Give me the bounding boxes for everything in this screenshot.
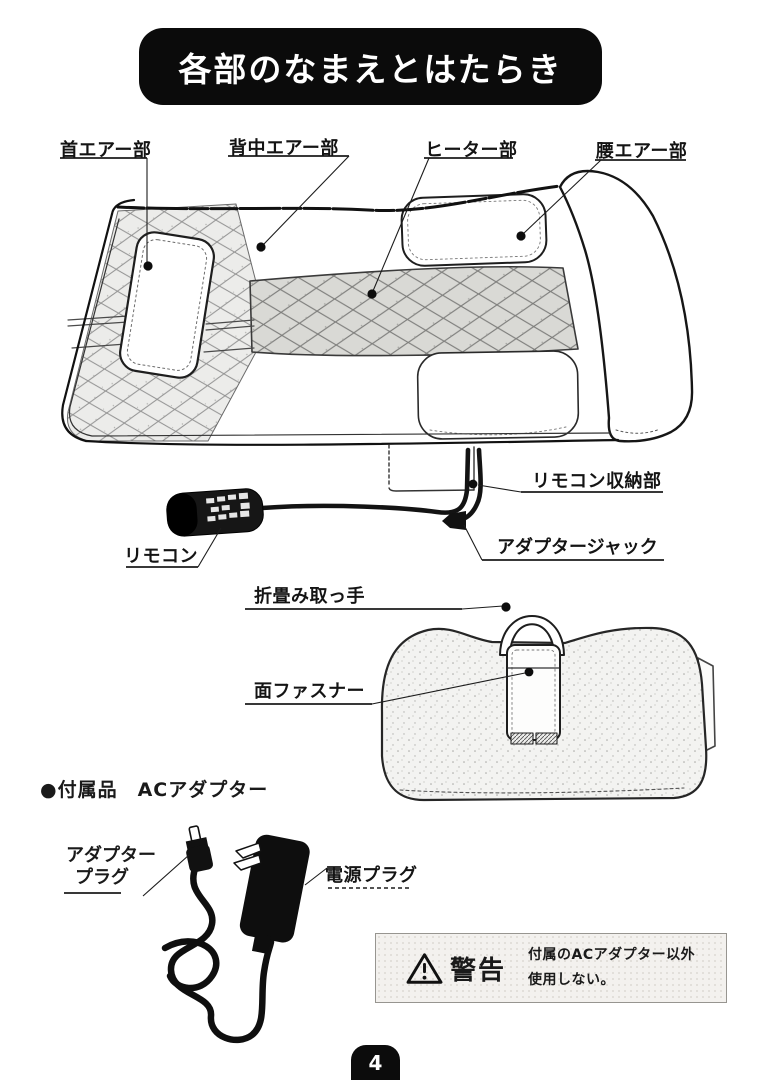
mat-illustration [61,169,696,537]
label-adapter-plug: アダプター プラグ [66,845,156,889]
leader-lines [60,155,686,897]
ac-adapter-illustration [161,825,310,1044]
bullet-icon: ● [40,779,58,801]
label-waist-air: 腰エアー部 [596,141,688,162]
label-adapter-plug-line1: アダプター [66,845,156,866]
adapter-cord-coil [161,938,220,992]
label-remote-control: リモコン [124,546,198,567]
adapter-jack-plug [442,511,466,530]
neck-air-pillow [119,231,215,379]
label-folding-handle: 折畳み取っ手 [254,586,365,607]
label-power-plug: 電源プラグ [325,865,418,886]
storage-pocket [388,444,475,492]
page-title-banner: 各部のなまえとはたらき [139,28,602,105]
label-heater: ヒーター部 [425,140,518,161]
leader-dots [143,231,534,677]
label-adapter-jack: アダプタージャック [497,537,658,558]
warning-heading: 警告 [406,950,506,987]
cables [259,447,483,522]
warning-text-line2: 使用しない。 [528,972,616,988]
remote-cable [259,447,471,515]
warning-label: 警告 [450,955,507,986]
accessories-heading-text: 付属品 ACアダプター [57,779,269,801]
adapter-plug-tip [185,825,213,873]
jack-cable [460,447,483,522]
bag-illustration [380,615,716,802]
page-number: 4 [368,1050,383,1075]
page-number-tab: 4 [351,1045,400,1080]
lower-pad [416,350,580,440]
air-seams [67,315,255,353]
rolled-end [558,169,694,443]
warning-box: 警告 付属のACアダプター以外 使用しない。 [375,933,727,1003]
heater-band [249,265,579,357]
velcro-flap [506,644,561,745]
warning-triangle-icon [406,952,443,984]
label-remote-storage: リモコン収納部 [532,471,662,492]
warning-text-line1: 付属のACアダプター以外 [528,947,696,963]
remote-buttons [206,492,250,522]
label-adapter-plug-line2: プラグ [75,867,129,888]
mat-edges [61,184,620,446]
accessories-heading: ●付属品 ACアダプター [40,775,268,802]
page-title: 各部のなまえとはたらき [178,49,563,89]
remote-illustration [166,488,264,537]
adapter-cord [167,862,275,1044]
warning-text: 付属のACアダプター以外 使用しない。 [528,943,695,993]
adapter-prongs [233,842,262,871]
label-neck-air: 首エアー部 [60,140,152,161]
label-back-air: 背中エアー部 [229,138,339,159]
label-velcro: 面ファスナー [254,681,365,702]
waist-air-pad [400,193,548,267]
